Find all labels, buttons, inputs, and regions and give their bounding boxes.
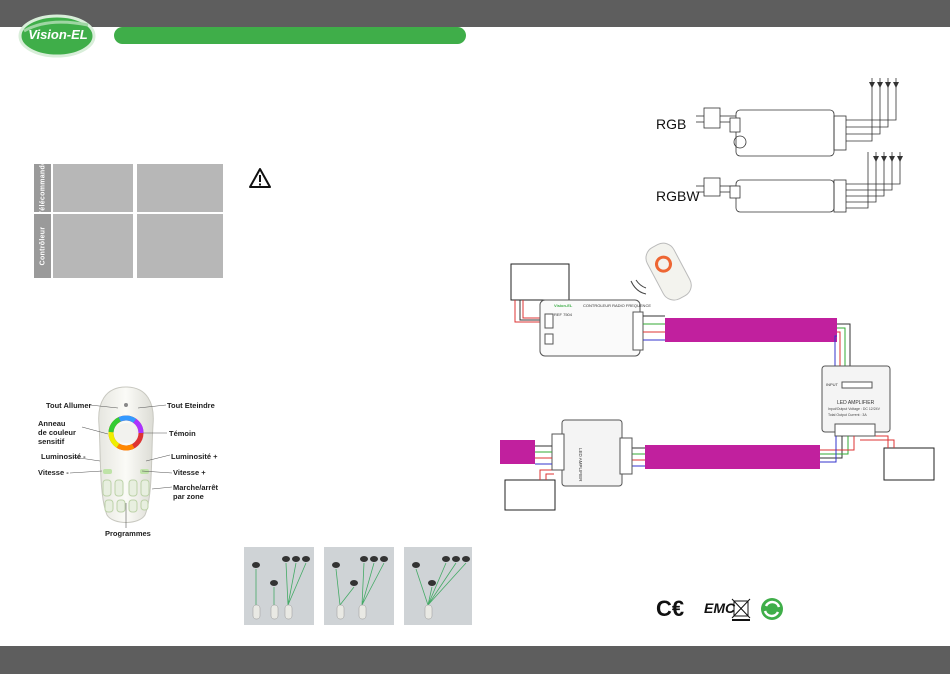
logo-text: Vision-EL [28,27,88,42]
label-speed-minus: Vitesse - [38,468,69,477]
rgb-label: RGB [656,116,687,132]
amplifier-spec1: Input/Output Voltage : DC 12/24V [828,407,880,411]
label-indicator: Témoin [169,429,196,438]
svg-text:C€: C€ [656,596,684,621]
amp-input-label: INPUT [826,382,838,387]
controller-title: CONTROLEUR RADIO FREQUENCE [583,303,652,308]
row-label-remote: Télécommande [34,161,51,215]
label-programs: Programmes [105,529,151,538]
table-cell [137,164,223,212]
remote-control-image [98,386,154,523]
remote-leader-lines [69,404,173,528]
label-brightness-plus: Luminosité + [171,452,218,461]
label-color-ring: Anneau de couleur sensitif [38,419,76,446]
warning-icon [249,168,271,188]
zone-diagrams [244,547,472,625]
label-all-off: Tout Eteindre [167,401,215,410]
amplifier-spec2: Total Output Current : 3A [828,413,867,417]
controller-brand: Vision-EL [554,303,573,308]
installation-diagram [500,242,935,511]
amplifier-title: LED AMPLIFIER [837,400,875,406]
label-brightness-minus: Luminosité - [41,452,86,461]
label-all-on: Tout Allumer [46,401,92,410]
row-label-controller: Contrôleur [34,214,51,278]
certification-logos: C€ [656,596,783,621]
vision-el-logo [18,14,96,58]
table-cell [53,164,133,212]
amplifier2-title: LED AMPLIFIER [578,448,583,482]
bottom-bar [0,646,950,674]
title-bar [114,27,466,44]
table-cell [137,214,223,278]
wiring-schematics [696,78,903,213]
top-bar [0,0,950,27]
rgbw-label: RGBW [656,188,700,204]
label-speed-plus: Vitesse + [173,468,206,477]
controller-model: REF 7504 [554,312,573,317]
emc-logo: EMC [704,600,736,616]
table-cell [53,214,133,278]
label-zone-onoff: Marche/arrêt par zone [173,483,219,501]
